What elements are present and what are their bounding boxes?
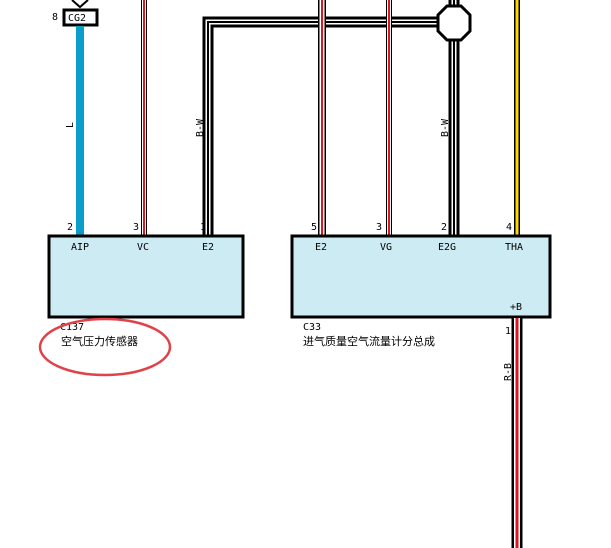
meter-pin-number-vg: 3 xyxy=(376,222,382,233)
meter-pin-label-tha: THA xyxy=(505,242,523,253)
sensor-pin-number-vc: 3 xyxy=(133,222,139,233)
meter-name: 进气质量空气流量计分总成 xyxy=(303,334,435,348)
wire-label-power: R-B xyxy=(503,363,514,381)
cg2-connector xyxy=(62,8,99,27)
meter-pin-number-e2: 5 xyxy=(311,222,317,233)
pressure-sensor-box xyxy=(47,234,245,319)
meter-pin-number-tha: 4 xyxy=(506,222,512,233)
sensor-pin-number-aip: 2 xyxy=(67,222,73,233)
meter-pin-label-e2g: E2G xyxy=(438,242,456,253)
sensor-pin-label-vc: VC xyxy=(137,242,149,253)
meter-pin-label-vg: VG xyxy=(380,242,392,253)
sensor-pin-label-e2: E2 xyxy=(202,242,214,253)
sensor-pin-label-aip: AIP xyxy=(71,242,89,253)
sensor-connector-code: C137 xyxy=(60,322,84,333)
splice-junction xyxy=(436,4,472,42)
wire-label-e2-sensor: B-W xyxy=(195,118,206,137)
meter-connector-code: C33 xyxy=(303,322,321,333)
cg2-connector-code: CG2 xyxy=(68,13,86,24)
meter-pin-number-e2g: 2 xyxy=(441,222,447,233)
cg2-pin-number: 8 xyxy=(52,12,58,23)
sensor-pin-number-e2: 1 xyxy=(200,222,206,233)
meter-pin-label-e2: E2 xyxy=(315,242,327,253)
meter-power-pin-number: 1 xyxy=(505,326,511,337)
wire-label-e2g-meter: B-W xyxy=(440,118,451,137)
sensor-name: 空气压力传感器 xyxy=(61,334,138,348)
air-flow-meter-box xyxy=(290,234,552,319)
highlight-circle xyxy=(38,317,172,377)
meter-power-label: +B xyxy=(510,302,522,313)
wire-bw-e2-sensor xyxy=(202,16,440,236)
cg2-arrow-icon xyxy=(71,0,89,9)
wire-label-blue: L xyxy=(65,122,76,128)
